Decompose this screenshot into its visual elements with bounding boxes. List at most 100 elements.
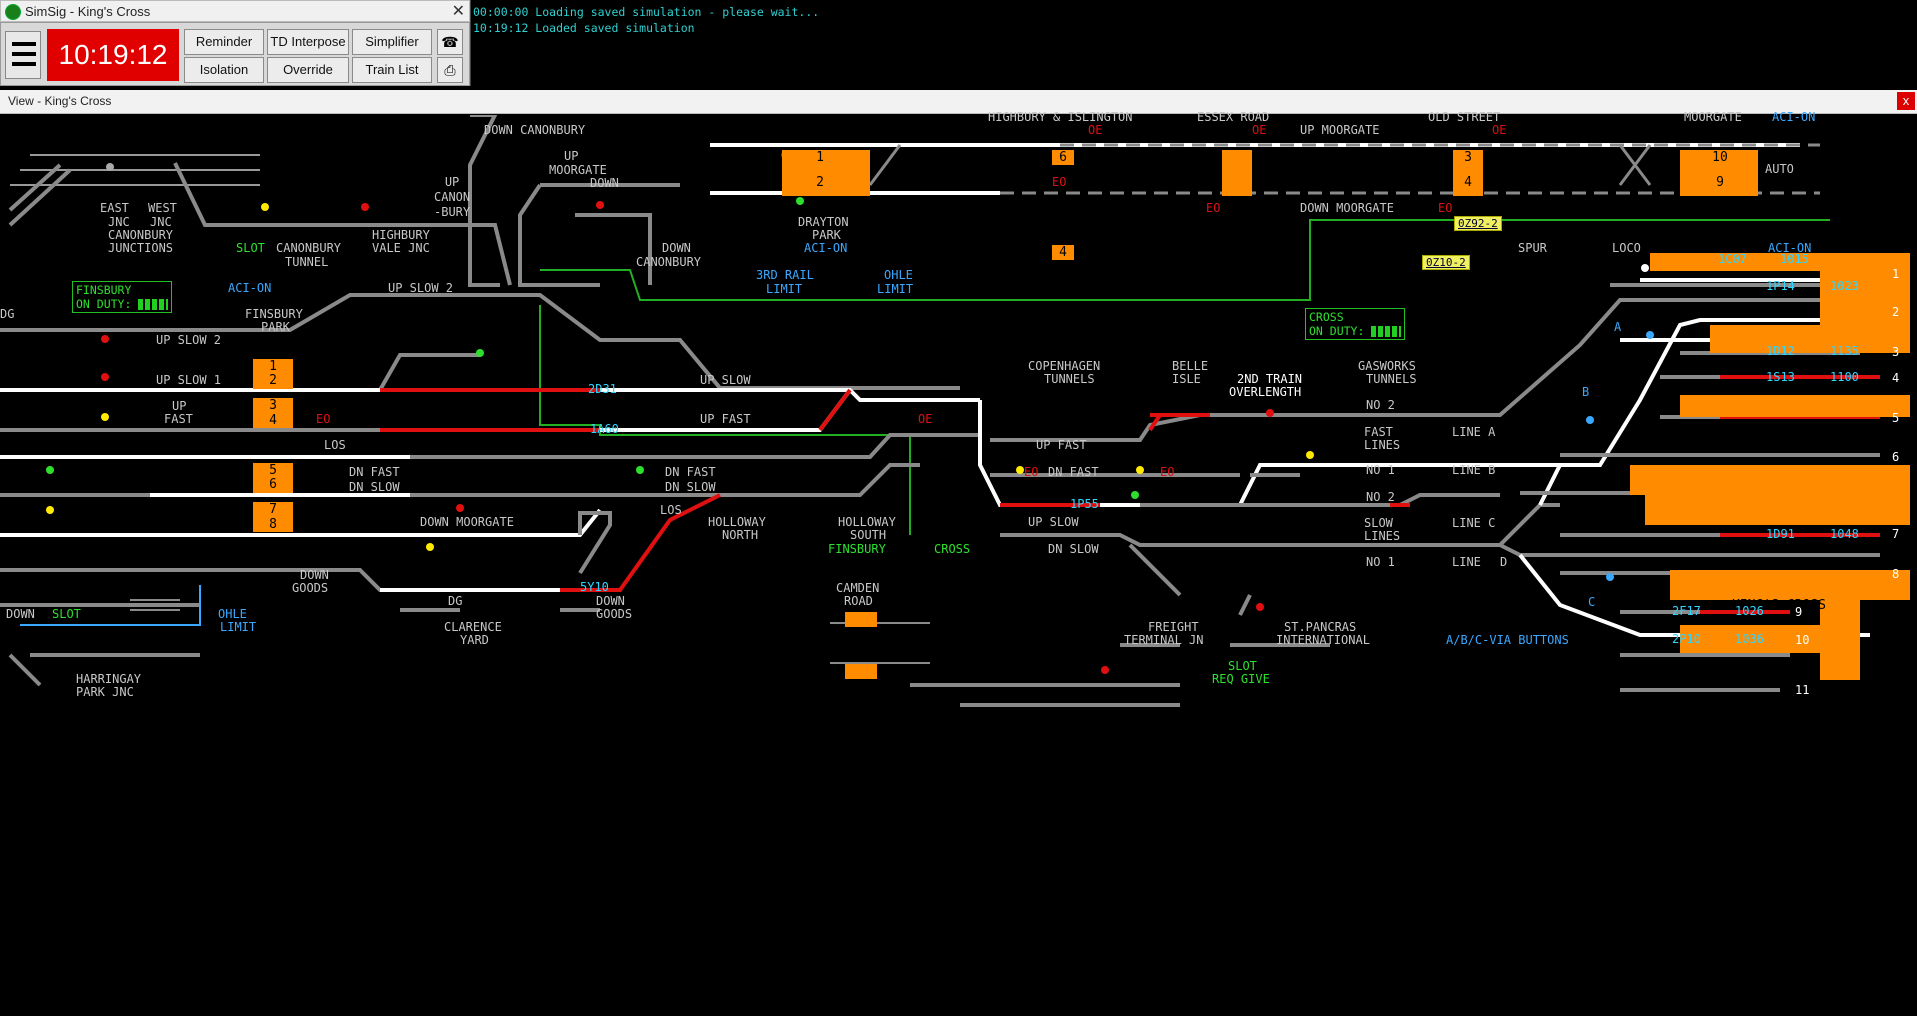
- down-goods-label: GOODS: [292, 581, 329, 595]
- d-label: D: [1500, 555, 1508, 569]
- down-goods-label-2: GOODS: [596, 607, 633, 621]
- los-label: LOS: [660, 503, 682, 517]
- berth-1A60[interactable]: 1A60: [590, 422, 619, 436]
- down-canonbury-label: CANONBURY: [636, 255, 702, 269]
- platform-number: 1: [816, 150, 824, 165]
- slow-lines-label: LINES: [1364, 529, 1401, 543]
- telephone-icon[interactable]: ☎: [437, 29, 463, 55]
- via-c-button[interactable]: C: [1588, 595, 1596, 609]
- simplifier-button[interactable]: Simplifier: [352, 29, 432, 55]
- finsbury-label: FINSBURY: [76, 283, 132, 297]
- slot-req-label[interactable]: REQ GIVE: [1212, 672, 1270, 686]
- finsbury-park-platform: [253, 359, 293, 389]
- printer-icon[interactable]: ⎙: [437, 57, 463, 83]
- on-duty-label: ON DUTY:: [76, 297, 132, 311]
- reminder-button[interactable]: Reminder: [184, 29, 264, 55]
- berth-1135[interactable]: 1135: [1830, 344, 1859, 358]
- finsbury-park-label: FINSBURY: [245, 307, 303, 321]
- ohle-limit-2: OHLE: [218, 607, 247, 621]
- isolation-button[interactable]: Isolation: [184, 57, 264, 83]
- clarence-yard-label: YARD: [460, 633, 489, 647]
- window-title: SimSig - King's Cross: [25, 4, 151, 19]
- west-jnc-label: WEST: [148, 201, 177, 215]
- berth-1D12[interactable]: 1D12: [1766, 344, 1795, 358]
- berth-1015[interactable]: 1015: [1780, 252, 1809, 266]
- platform-number: 4: [1059, 245, 1067, 260]
- eo-marker: EO: [1024, 465, 1039, 479]
- overlength-label: 2ND TRAIN: [1237, 372, 1303, 386]
- platform-number: 7: [1892, 527, 1900, 541]
- auto-label: AUTO: [1765, 162, 1794, 176]
- via-b-button[interactable]: B: [1582, 385, 1590, 399]
- sim-clock[interactable]: 10:19:12: [47, 29, 179, 81]
- berth-1048[interactable]: 1048: [1830, 527, 1859, 541]
- signalling-panel[interactable]: 1 2 6 4 3 4 10 9 1 2 3 4 5 6 7 8 KING'S …: [0, 110, 1917, 1016]
- override-button[interactable]: Override: [267, 57, 349, 83]
- highbury-vale-label: VALE JNC: [372, 241, 430, 255]
- berth-1C07[interactable]: 1C07: [1718, 252, 1747, 266]
- spur-label: SPUR: [1518, 241, 1547, 255]
- platform-number: 9: [1795, 605, 1803, 619]
- harringay-label: PARK JNC: [76, 685, 134, 699]
- camden-road-label: ROAD: [844, 594, 873, 608]
- slot-label[interactable]: SLOT: [236, 241, 265, 255]
- platform-number: 5: [1892, 411, 1900, 425]
- via-a-button[interactable]: A: [1614, 320, 1622, 334]
- berth-2F17[interactable]: 2F17: [1672, 604, 1701, 618]
- berth-1026[interactable]: 1026: [1735, 604, 1764, 618]
- line-down: DOWN: [590, 176, 619, 190]
- eo-marker: EO: [316, 412, 331, 426]
- kings-cross-platform-4: [1680, 395, 1910, 417]
- on-duty-label: ON DUTY:: [1309, 324, 1365, 338]
- moorgate-label: MOORGATE: [549, 163, 607, 177]
- finsbury-park-platform: [253, 502, 293, 532]
- berth-1P14[interactable]: 1P14: [1766, 279, 1795, 293]
- close-icon[interactable]: ✕: [451, 3, 465, 20]
- train-tag-0Z92[interactable]: 0Z92-2: [1454, 216, 1502, 231]
- signal-markers[interactable]: [46, 151, 1654, 674]
- message-log: 00:00:00 Loading saved simulation - plea…: [470, 0, 1917, 86]
- cross-on-duty-box[interactable]: CROSS ON DUTY:: [1305, 308, 1406, 340]
- train-tag-0Z10[interactable]: 0Z10-2: [1422, 255, 1470, 270]
- finsbury-on-duty-box[interactable]: FINSBURY ON DUTY:: [72, 281, 173, 313]
- gasworks-tunnels-label: GASWORKS: [1358, 359, 1416, 373]
- line-down-canonbury: DOWN CANONBURY: [484, 123, 586, 137]
- copenhagen-tunnels-label: COPENHAGEN: [1028, 359, 1101, 373]
- line-up-fast-3: UP FAST: [1036, 438, 1087, 452]
- via-buttons-label: A/B/C-VIA BUTTONS: [1446, 633, 1569, 647]
- no-1-tunnel: NO 1: [1366, 555, 1395, 569]
- harringay-label: HARRINGAY: [76, 672, 142, 686]
- kings-cross-label: KING'S CROSS: [1732, 598, 1826, 613]
- cross-label-2: CROSS: [934, 542, 971, 556]
- td-interpose-button[interactable]: TD Interpose: [267, 29, 349, 55]
- freight-terminal-label: FREIGHT: [1148, 620, 1199, 634]
- berth-1S13[interactable]: 1S13: [1766, 370, 1795, 384]
- berth-5Y10[interactable]: 5Y10: [580, 580, 609, 594]
- line-up-slow-2: UP SLOW 2: [388, 281, 454, 295]
- view-close-icon[interactable]: x: [1897, 92, 1915, 110]
- ohle-limit-2: LIMIT: [220, 620, 257, 634]
- berth-2D31[interactable]: 2D31: [588, 382, 617, 396]
- eo-marker: EO: [1052, 175, 1067, 189]
- berth-1023[interactable]: 1023: [1830, 279, 1859, 293]
- berth-1D91[interactable]: 1D91: [1766, 527, 1795, 541]
- platform-number: 10: [1712, 150, 1728, 165]
- train-list-button[interactable]: Train List: [352, 57, 432, 83]
- berth-1036[interactable]: 1036: [1735, 632, 1764, 646]
- station-essex-road: ESSEX ROAD: [1197, 110, 1270, 124]
- cross-label: CROSS: [1309, 310, 1344, 324]
- belle-isle-label: ISLE: [1172, 372, 1201, 386]
- los-label: LOS: [324, 438, 346, 452]
- holloway-north-label: NORTH: [722, 528, 759, 542]
- line-dn-slow-2: DN SLOW: [1048, 542, 1099, 556]
- platform-number: 10: [1795, 633, 1810, 647]
- on-duty-indicator: [1371, 326, 1402, 337]
- line-up-fast-2: UP FAST: [700, 412, 751, 426]
- loco-label: LOCO: [1612, 241, 1641, 255]
- berth-1P55[interactable]: 1P55: [1070, 497, 1099, 511]
- berth-2P10[interactable]: 2P10: [1672, 632, 1701, 646]
- berth-1100[interactable]: 1100: [1830, 370, 1859, 384]
- line-a-label: LINE A: [1452, 425, 1496, 439]
- hamburger-menu-icon[interactable]: [5, 31, 41, 79]
- slot-label-2[interactable]: SLOT: [52, 607, 81, 621]
